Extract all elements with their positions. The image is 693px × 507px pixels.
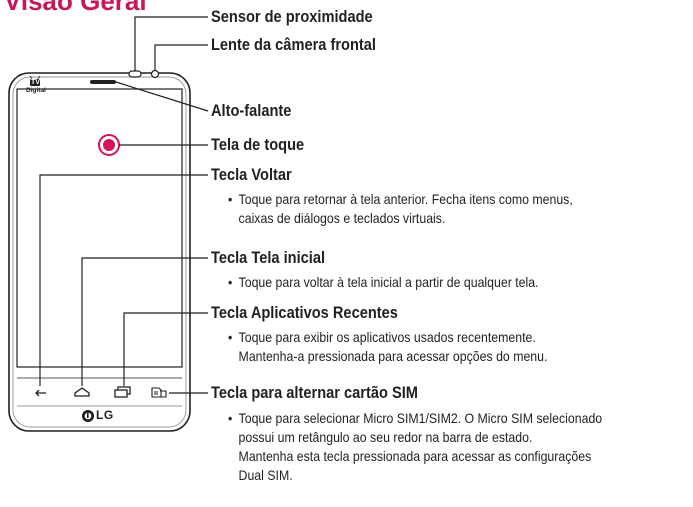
label-proximity-sensor: Sensor de proximidade — [211, 7, 373, 26]
label-speaker: Alto-falante — [211, 101, 292, 120]
desc-recent-apps-key: • Toque para exibir os aplicativos usado… — [228, 328, 547, 366]
leader-back-key — [39, 174, 208, 386]
desc-line: Dual SIM. — [238, 467, 293, 483]
leader-speaker — [115, 81, 209, 112]
bullet-icon: • — [228, 274, 233, 290]
tv-icon — [29, 75, 41, 86]
desc-line: Mantenha-a pressionada para acessar opçõ… — [238, 348, 548, 364]
leader-front-camera — [154, 44, 208, 70]
touch-marker-inner — [103, 139, 115, 151]
desc-line: possui um retângulo ao seu redor na barr… — [238, 429, 533, 445]
lg-logo-text: LG — [96, 408, 114, 422]
desc-home-key: • Toque para voltar à tela inicial a par… — [228, 273, 539, 292]
desc-line: Toque para selecionar Micro SIM1/SIM2. O… — [238, 410, 603, 426]
sim-switch-icon — [151, 387, 167, 398]
desc-back-key: • Toque para retornar à tela anterior. F… — [228, 190, 573, 228]
desc-line: Toque para voltar à tela inicial a parti… — [238, 274, 539, 290]
leader-recent-apps-key — [123, 312, 208, 386]
label-sim-switch-key: Tecla para alternar cartão SIM — [211, 383, 418, 402]
back-icon — [35, 389, 46, 397]
label-recent-apps-key: Tecla Aplicativos Recentes — [211, 303, 398, 322]
front-camera-icon — [150, 69, 160, 79]
bullet-icon: • — [228, 410, 233, 426]
leader-proximity — [134, 16, 208, 71]
label-front-camera: Lente da câmera frontal — [211, 35, 376, 54]
label-touchscreen: Tela de toque — [211, 135, 305, 154]
proximity-sensor-icon — [128, 70, 142, 78]
phone-screen — [16, 88, 183, 368]
lg-logo-icon — [82, 410, 94, 422]
desc-sim-switch-key: • Toque para selecionar Micro SIM1/SIM2.… — [228, 409, 602, 485]
tv-badge: TV — [31, 79, 40, 86]
speaker-slot-icon — [90, 80, 116, 84]
label-back-key: Tecla Voltar — [211, 165, 292, 184]
desc-line: caixas de diálogos e teclados virtuais. — [238, 210, 446, 226]
label-home-key: Tecla Tela inicial — [211, 248, 326, 267]
leader-lines — [39, 16, 209, 394]
desc-line: Mantenha esta tecla pressionada para ace… — [238, 448, 592, 464]
desc-line: Toque para retornar à tela anterior. Fec… — [238, 191, 573, 207]
desc-line: Toque para exibir os aplicativos usados … — [238, 329, 536, 345]
recent-apps-icon — [114, 386, 131, 398]
phone-inner-edge — [12, 76, 187, 428]
leader-home-key — [81, 257, 208, 386]
page-title: Visão Geral — [4, 0, 147, 16]
bullet-icon: • — [228, 191, 233, 207]
digital-label: Digital — [26, 87, 46, 94]
bullet-icon: • — [228, 329, 233, 345]
home-icon — [74, 387, 90, 397]
